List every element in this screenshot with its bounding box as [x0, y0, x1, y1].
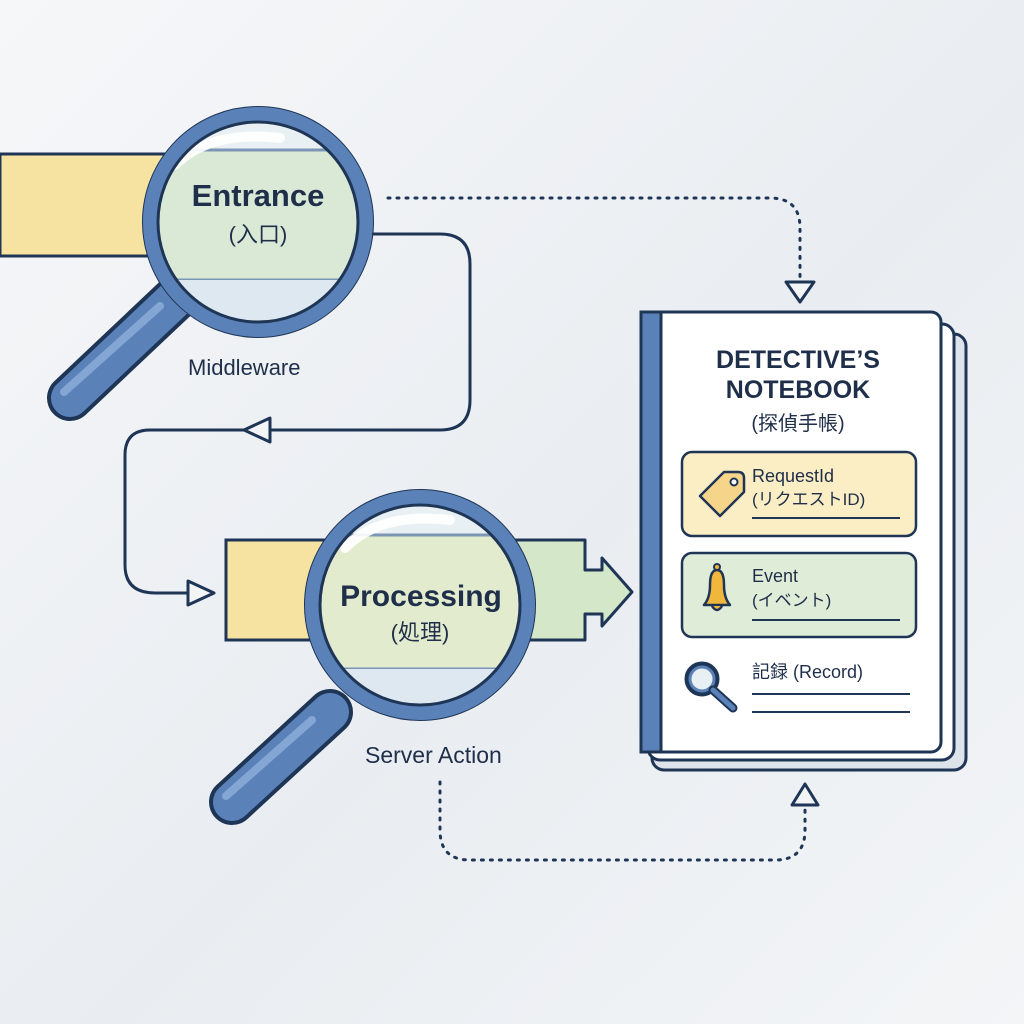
notebook-title-jp: (探偵手帳) — [751, 412, 844, 435]
notebook-item-event[interactable]: Event (イベント) — [680, 551, 918, 639]
notebook-title-line2: NOTEBOOK — [726, 376, 870, 404]
flow-path-entrance-to-processing — [123, 232, 472, 607]
detectives-notebook[interactable]: DETECTIVE’S NOTEBOOK (探偵手帳) RequestId (リ… — [639, 310, 968, 772]
entrance-title: Entrance — [192, 178, 325, 213]
magnifier-icon — [684, 661, 738, 713]
notebook-item-record[interactable]: 記録 (Record) — [684, 661, 910, 713]
entrance-magnifier[interactable]: Entrance (入口) — [47, 106, 380, 421]
entrance-caption: Middleware — [188, 355, 301, 380]
tag-icon — [698, 470, 746, 518]
entrance-subtitle: (入口) — [229, 222, 288, 247]
bell-icon — [702, 563, 732, 612]
dotted-arrow-entrance-to-notebook — [386, 196, 816, 304]
event-label: Event — [752, 566, 798, 586]
requestid-label: RequestId — [752, 466, 834, 486]
dotted-arrow-processing-to-notebook — [438, 780, 820, 862]
processing-caption: Server Action — [365, 742, 502, 768]
record-label: 記録 (Record) — [752, 662, 863, 682]
processing-title: Processing — [340, 580, 502, 613]
notebook-item-requestid[interactable]: RequestId (リクエストID) — [680, 450, 918, 538]
event-sublabel: (イベント) — [752, 591, 831, 610]
processing-subtitle: (処理) — [391, 620, 450, 645]
processing-magnifier[interactable]: Processing (処理) — [209, 489, 540, 825]
notebook-title-line1: DETECTIVE’S — [716, 346, 880, 374]
requestid-sublabel: (リクエストID) — [752, 490, 865, 509]
